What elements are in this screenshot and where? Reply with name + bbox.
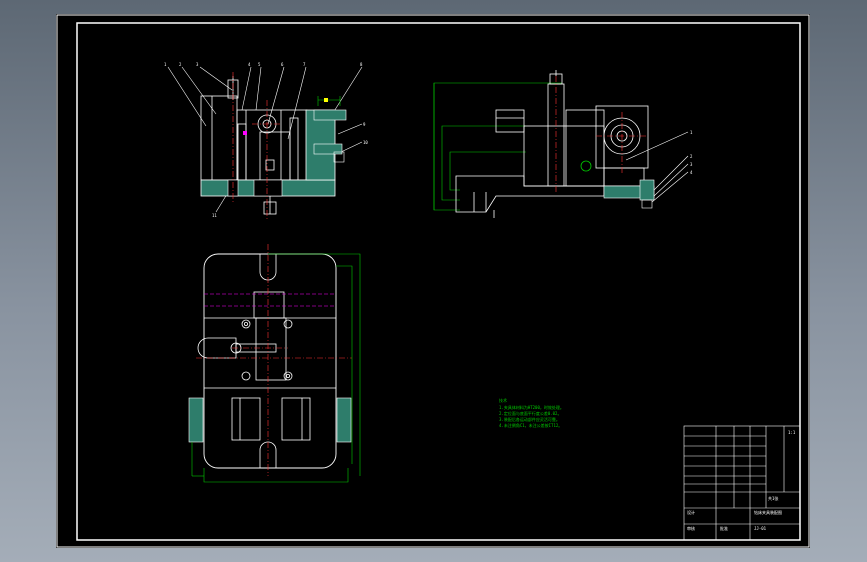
svg-text:11: 11 [212, 213, 217, 218]
svg-text:9: 9 [363, 122, 366, 127]
svg-text:3: 3 [690, 162, 693, 167]
notes-line-3: 3.装配后各运动部件应灵活可靠。 [499, 416, 560, 422]
svg-text:5: 5 [258, 62, 261, 67]
notes-line-2: 2.定位面与底面平行度公差0.02。 [499, 410, 561, 416]
cad-drawing: 1 2 3 4 5 6 7 8 9 10 11 [56, 14, 810, 548]
check-label: 审核 [687, 525, 695, 531]
front-section-view[interactable]: 1 2 3 4 5 6 7 8 9 10 11 [164, 62, 368, 219]
design-label: 设计 [687, 509, 695, 515]
plan-view[interactable] [188, 244, 361, 483]
svg-text:7: 7 [303, 62, 306, 67]
svg-text:10: 10 [363, 140, 368, 145]
drawing-number: JJ-01 [754, 526, 767, 531]
drawing-name: 钻床夹具装配图 [754, 509, 782, 515]
svg-text:4: 4 [248, 62, 251, 67]
drawing-sheet: 1 2 3 4 5 6 7 8 9 10 11 [56, 14, 810, 548]
svg-text:1: 1 [690, 130, 693, 135]
technical-notes: 技术 1.夹具体材料为HT200，时效处理。 2.定位面与底面平行度公差0.02… [499, 397, 564, 428]
title-block[interactable]: 设计 审核 批准 钻床夹具装配图 JJ-01 1:1 共1张 [683, 425, 801, 541]
svg-text:8: 8 [360, 62, 363, 67]
notes-heading: 技术 [499, 397, 507, 403]
scale-value: 1:1 [788, 430, 796, 435]
approve-label: 批准 [720, 525, 728, 531]
side-view[interactable]: 1 2 3 4 [433, 70, 693, 218]
inner-frame [76, 22, 801, 541]
sheet-count: 共1张 [768, 495, 778, 501]
svg-text:4: 4 [690, 170, 693, 175]
detail-marker [324, 98, 328, 102]
svg-text:6: 6 [281, 62, 284, 67]
svg-text:1: 1 [164, 62, 167, 67]
svg-text:3: 3 [196, 62, 199, 67]
hidden-marker [243, 131, 247, 135]
svg-text:2: 2 [179, 62, 182, 67]
notes-line-4: 4.未注倒角C1，未注公差按IT12。 [499, 422, 562, 428]
outer-border [56, 14, 810, 548]
notes-line-1: 1.夹具体材料为HT200，时效处理。 [499, 404, 564, 410]
svg-text:2: 2 [690, 154, 693, 159]
